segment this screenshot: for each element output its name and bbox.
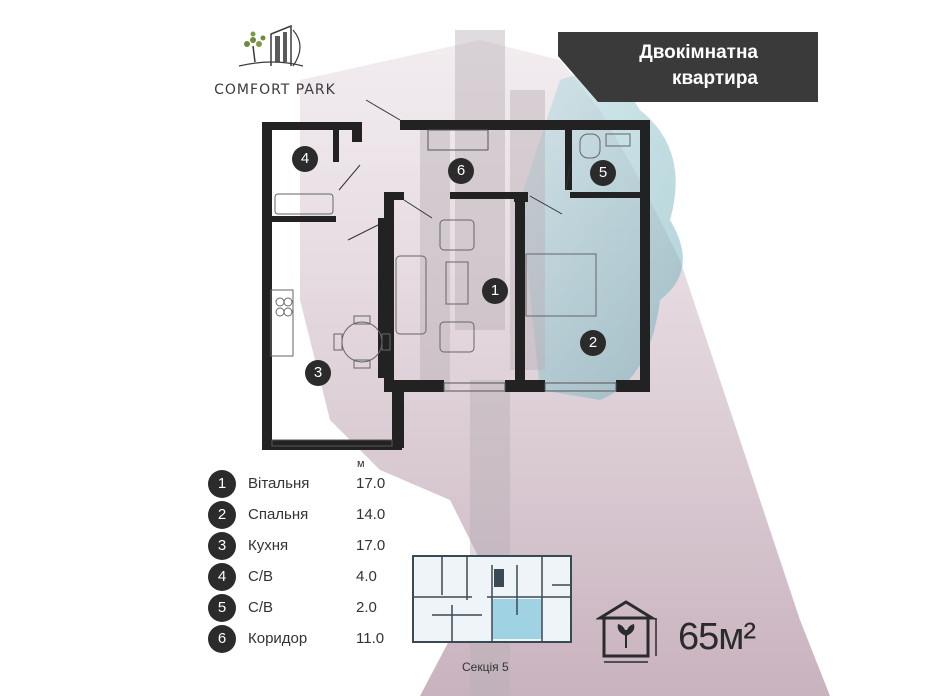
legend-room-area: 17.0: [356, 475, 386, 492]
room-badge-4: 4: [292, 146, 318, 172]
legend-number: 3: [208, 532, 236, 560]
brand-logo: COMFORT PARK: [205, 22, 345, 102]
room-badge-5: 5: [590, 160, 616, 186]
legend-number: 1: [208, 470, 236, 498]
legend-room-area: 14.0: [356, 506, 386, 523]
area-unit-label: м: [357, 458, 365, 470]
section-label: Секція 5: [462, 660, 509, 674]
legend-room-name: С/В: [248, 568, 274, 585]
legend-room-area: 2.0: [356, 599, 377, 616]
legend-room-name: Коридор: [248, 630, 308, 647]
apartment-title-line2: квартира: [671, 68, 758, 89]
legend-room-name: Вітальня: [248, 475, 310, 492]
legend-room-name: С/В: [248, 599, 274, 616]
banner-shape: [558, 32, 818, 102]
legend-room-area: 11.0: [356, 630, 385, 647]
legend-number: 5: [208, 594, 236, 622]
room-badge-1: 1: [482, 278, 508, 304]
legend-row: 5 С/В 2.0: [208, 594, 408, 622]
brand-name: COMFORT PARK: [214, 82, 336, 98]
room-badge-3: 3: [305, 360, 331, 386]
legend-row: 2 Спальня 14.0: [208, 501, 408, 529]
legend-room-area: 4.0: [356, 568, 377, 585]
legend-number: 2: [208, 501, 236, 529]
legend-room-area: 17.0: [356, 537, 386, 554]
house-plant-area-icon: [596, 600, 658, 663]
legend-number: 4: [208, 563, 236, 591]
total-area: 65м²: [678, 616, 756, 658]
apartment-title: Двокімнатна квартира: [588, 40, 758, 92]
legend-row: 4 С/В 4.0: [208, 563, 408, 591]
apartment-title-line1: Двокімнатна: [639, 42, 758, 63]
room-badge-2: 2: [580, 330, 606, 356]
legend-row: 3 Кухня 17.0: [208, 532, 408, 560]
tree-building-logo-icon: [238, 24, 304, 67]
legend-room-name: Спальня: [248, 506, 309, 523]
legend-row: 1 Вітальня 17.0: [208, 470, 408, 498]
section-key-plan: [412, 555, 572, 643]
title-banner: Двокімнатна квартира: [558, 32, 818, 102]
legend-number: 6: [208, 625, 236, 653]
room-badge-6: 6: [448, 158, 474, 184]
legend-row: 6 Коридор 11.0: [208, 625, 408, 653]
legend-room-name: Кухня: [248, 537, 289, 554]
